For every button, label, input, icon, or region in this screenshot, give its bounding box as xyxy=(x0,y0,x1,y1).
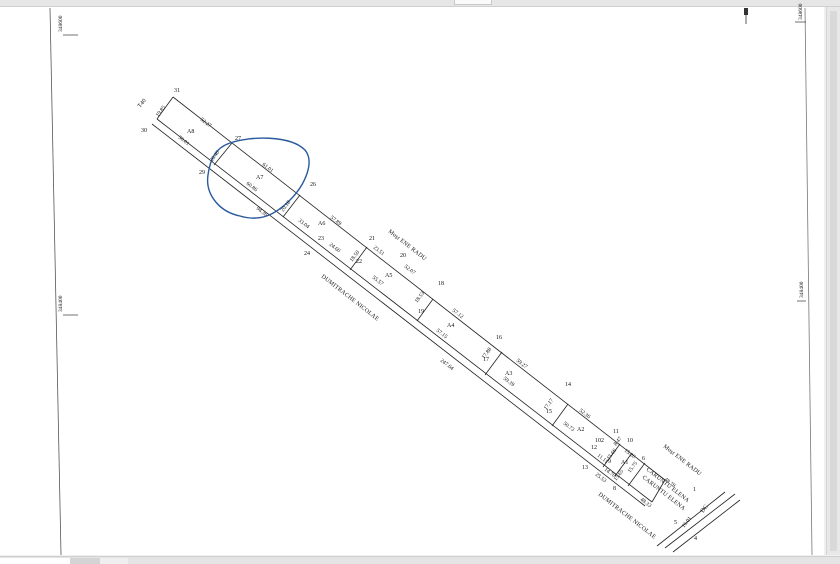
owner-label-north: Moșt ENE RADU xyxy=(387,229,428,263)
bottom-tab[interactable] xyxy=(100,558,128,564)
dimension-label: 17.17 xyxy=(543,398,556,412)
dimension-label: 52.36 xyxy=(578,408,592,421)
point-label: 11 xyxy=(613,429,619,435)
dimension-label: 25.53 xyxy=(594,472,608,485)
dimension-label: 23.51 xyxy=(372,245,386,258)
dimension-label: 57.89 xyxy=(329,215,343,228)
dimension-label: 60.86 xyxy=(245,181,259,194)
point-label: 23 xyxy=(318,236,324,242)
owner-label-south: DUMITRACHE NICOLAE xyxy=(320,274,380,323)
point-label: 27 xyxy=(235,136,241,142)
point-label: 24 xyxy=(304,251,310,257)
point-label: 26 xyxy=(310,182,316,188)
dimension-label: 17.88 xyxy=(481,347,494,361)
point-label: 18 xyxy=(438,281,444,287)
point-label: 17 xyxy=(483,357,489,363)
dimension-label: 52.27 xyxy=(199,117,213,130)
dimension-label: 50.73 xyxy=(562,421,576,434)
grid-coord-label: 348600 xyxy=(798,3,804,20)
point-label: 8 xyxy=(613,486,616,492)
point-label: 9 xyxy=(608,459,611,465)
dimension-label: 61.01 xyxy=(261,162,275,175)
plan-mark: T40 xyxy=(137,98,148,109)
dimension-label: 20.40 xyxy=(209,150,222,164)
bottom-tab[interactable] xyxy=(70,558,100,564)
dimension-label: 55.57 xyxy=(371,275,385,288)
point-label: 15 xyxy=(546,409,552,415)
frame-right-line xyxy=(804,7,813,556)
point-label: 5 xyxy=(674,520,677,526)
parcel-label: A5 xyxy=(385,273,392,279)
point-label: 19 xyxy=(418,309,424,315)
point-label: 6 xyxy=(642,456,645,462)
dimension-label: 48.33 xyxy=(639,497,653,510)
point-label: 4 xyxy=(694,536,697,542)
parcel-label: A4 xyxy=(447,323,454,329)
parcel-outline xyxy=(151,96,666,507)
plan-sheet xyxy=(0,7,824,555)
point-label: 30 xyxy=(141,128,147,134)
dimension-label: 57.15 xyxy=(435,328,449,341)
point-label: 21 xyxy=(369,236,375,242)
point-label: 22 xyxy=(356,259,362,265)
grid-marker xyxy=(744,8,748,15)
dimension-label: 15.75 xyxy=(627,461,640,475)
highlight-circle xyxy=(206,137,310,219)
point-label: 16 xyxy=(496,335,502,341)
point-label: 10 xyxy=(627,438,633,444)
owner-label-north-lower: Moșt ENE RADU xyxy=(662,444,703,478)
dimension-label: 59.39 xyxy=(502,376,516,389)
parcel-label: A7 xyxy=(256,175,263,181)
dimension-label: 20.18 xyxy=(280,200,293,214)
parcel-label: A3 xyxy=(505,371,512,377)
point-label: 20 xyxy=(400,253,406,259)
dimension-label: 8.47 xyxy=(613,436,624,447)
dimension-label: 15.66 xyxy=(606,448,619,462)
scrollbar-thumb[interactable] xyxy=(830,11,837,551)
grid-coord-label: 348400 xyxy=(799,281,805,298)
point-label: 29 xyxy=(199,170,205,176)
dimension-label: 15.20 xyxy=(623,448,637,461)
point-label: 31 xyxy=(174,88,180,94)
dimension-label: 247.64 xyxy=(439,358,455,372)
road-label: DC xyxy=(700,504,710,514)
vertical-scrollbar[interactable] xyxy=(826,7,840,555)
viewer-top-tab[interactable] xyxy=(454,0,492,5)
point-label: 13 xyxy=(582,465,588,471)
parcel-label: A8 xyxy=(187,129,194,135)
point-label: 14 xyxy=(565,382,571,388)
viewer-top-bar xyxy=(0,0,840,7)
grid-coord-label: 348400 xyxy=(58,295,64,312)
dimension-label: 52.07 xyxy=(403,264,417,277)
point-label: 1 xyxy=(693,487,696,493)
frame-left-line xyxy=(49,7,62,556)
viewer-bottom-bar xyxy=(0,556,840,564)
parcel-label: A2 xyxy=(577,427,584,433)
bottom-tab[interactable] xyxy=(0,558,70,564)
parcel-label: A1 xyxy=(621,460,628,466)
dimension-label: 19.85 xyxy=(155,105,168,119)
point-label: 102 xyxy=(595,438,604,444)
parcel-label: A6 xyxy=(318,221,325,227)
dimension-label: 50.01 xyxy=(177,135,191,148)
point-label: 12 xyxy=(591,445,597,451)
grid-coord-label: 348600 xyxy=(58,15,64,32)
road-dc xyxy=(656,491,741,553)
